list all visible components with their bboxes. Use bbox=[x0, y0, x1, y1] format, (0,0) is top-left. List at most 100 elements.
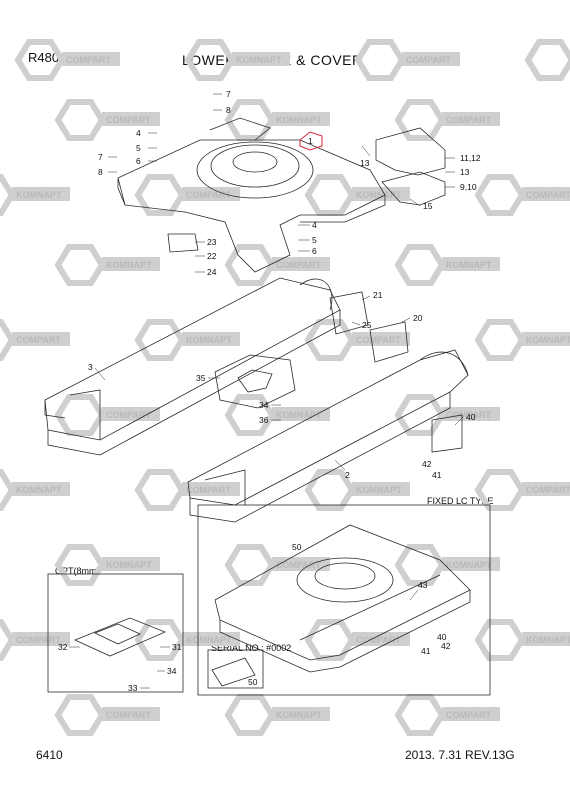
watermark-logo: COMPART bbox=[304, 619, 410, 661]
watermark-logo: COMPART bbox=[54, 394, 160, 436]
watermark-text: COMPART bbox=[186, 190, 231, 200]
watermark-text: KOMNAPT bbox=[526, 635, 570, 645]
callout-21: 21 bbox=[373, 290, 383, 300]
watermark-text: KOMNAPT bbox=[276, 115, 322, 125]
watermark-logo: KOMNAPT bbox=[224, 394, 330, 436]
watermark-text: KOMNAPT bbox=[186, 335, 232, 345]
watermark-text: COMPART bbox=[276, 260, 321, 270]
watermark-text: COMPART bbox=[106, 710, 151, 720]
right-track-frame-part bbox=[187, 349, 469, 523]
watermark-text: COMPART bbox=[446, 115, 491, 125]
callout-50: 50 bbox=[292, 542, 302, 552]
highlight-marker bbox=[299, 131, 323, 151]
callout-32: 32 bbox=[58, 642, 68, 652]
watermark-text: KOMNAPT bbox=[236, 55, 282, 65]
callout-8: 8 bbox=[226, 105, 231, 115]
callout-9-10: 9,10 bbox=[460, 182, 477, 192]
watermark-logo: COMPART bbox=[224, 544, 330, 586]
center-plate-part bbox=[214, 354, 296, 409]
watermark-text: KOMNAPT bbox=[106, 260, 152, 270]
callout-22: 22 bbox=[207, 251, 217, 261]
watermark-text: COMPART bbox=[186, 485, 231, 495]
watermark-logo: KOMNAPT bbox=[224, 99, 330, 141]
callout-34: 34 bbox=[167, 666, 177, 676]
watermark-text: KOMNAPT bbox=[446, 560, 492, 570]
watermark-text: COMPART bbox=[66, 55, 111, 65]
callout-13: 13 bbox=[460, 167, 470, 177]
parts-drawing bbox=[44, 93, 491, 696]
watermark-logo: COMPART bbox=[224, 244, 330, 286]
callout-5: 5 bbox=[312, 235, 317, 245]
watermark-logo: KOMNAPT bbox=[54, 544, 160, 586]
callout-34: 34 bbox=[259, 400, 269, 410]
upper-frame-part bbox=[117, 117, 386, 273]
callout-41: 41 bbox=[421, 646, 431, 656]
callout-11-12: 11,12 bbox=[460, 153, 481, 163]
watermark-logo: KOMNAPT bbox=[224, 694, 330, 736]
watermark-logo: KOMNAPT bbox=[134, 319, 240, 361]
callout-1: 1 bbox=[308, 136, 313, 146]
watermark-text: COMPART bbox=[16, 335, 61, 345]
callout-7: 7 bbox=[98, 152, 103, 162]
callout-15: 15 bbox=[423, 201, 433, 211]
callout-50: 50 bbox=[248, 677, 258, 687]
watermark-text: COMPART bbox=[276, 560, 321, 570]
serial-number-label: SERIAL NO : #0002 bbox=[211, 643, 292, 653]
watermark-text: COMPART bbox=[16, 635, 61, 645]
option-label: OPT(8mm) bbox=[55, 566, 100, 576]
watermark-text: KOMNAPT bbox=[276, 410, 322, 420]
watermark-logo: COMPART bbox=[474, 469, 570, 511]
watermark-logo: COMPART bbox=[0, 319, 70, 361]
watermark-text: COMPART bbox=[526, 190, 570, 200]
leader-lines bbox=[69, 93, 464, 689]
callout-13: 13 bbox=[360, 158, 370, 168]
callout-8: 8 bbox=[98, 167, 103, 177]
callout-6: 6 bbox=[136, 156, 141, 166]
watermark-text: KOMNAPT bbox=[526, 335, 570, 345]
watermark-logo: KOMNAPT bbox=[0, 174, 70, 216]
callout-7: 7 bbox=[226, 89, 231, 99]
watermark-text: KOMNAPT bbox=[16, 485, 62, 495]
fixed-lc-type-label: FIXED LC TYPE bbox=[427, 496, 494, 506]
callout-43: 43 bbox=[418, 580, 428, 590]
watermark-logo: KOMNAPT bbox=[134, 619, 240, 661]
callout-41: 41 bbox=[432, 470, 442, 480]
watermark-text: KOMNAPT bbox=[356, 190, 402, 200]
callout-31: 31 bbox=[172, 642, 182, 652]
callout-3: 3 bbox=[88, 362, 93, 372]
watermark-logo: COMPART bbox=[304, 319, 410, 361]
watermark-logo: COMPART bbox=[394, 694, 500, 736]
callout-40: 40 bbox=[437, 632, 447, 642]
callout-36: 36 bbox=[259, 415, 269, 425]
watermark-text: COMPART bbox=[446, 710, 491, 720]
callout-labels: 7 8 4 5 6 7 8 1 13 11,12 13 9,10 15 4 5 … bbox=[58, 89, 481, 693]
watermark-text: KOMNAPT bbox=[186, 635, 232, 645]
watermark-text: COMPART bbox=[356, 335, 401, 345]
revision-date: 2013. 7.31 REV.13G bbox=[405, 748, 515, 762]
watermark-logo: KOMNAPT bbox=[54, 244, 160, 286]
watermark-text: COMPART bbox=[446, 410, 491, 420]
watermark-logo: KOMNAPT bbox=[524, 39, 570, 81]
callout-33: 33 bbox=[128, 683, 138, 693]
watermark-text: COMPART bbox=[526, 485, 570, 495]
watermark-logo: COMPART bbox=[54, 694, 160, 736]
page-code: 6410 bbox=[36, 748, 63, 762]
watermark-text: COMPART bbox=[356, 635, 401, 645]
callout-4: 4 bbox=[136, 128, 141, 138]
option-box-part bbox=[47, 573, 184, 693]
watermark-text: KOMNAPT bbox=[16, 190, 62, 200]
callout-40: 40 bbox=[466, 412, 476, 422]
watermark-logo: COMPART bbox=[54, 99, 160, 141]
callout-25: 25 bbox=[362, 320, 372, 330]
callout-35: 35 bbox=[196, 373, 206, 383]
fixed-lc-assembly-part bbox=[197, 504, 491, 696]
callout-4: 4 bbox=[312, 220, 317, 230]
callout-24: 24 bbox=[207, 267, 217, 277]
watermark-logo: KOMNAPT bbox=[304, 469, 410, 511]
watermark-logo: KOMNAPT bbox=[184, 39, 290, 81]
mounting-plates-part bbox=[167, 233, 463, 453]
watermark-logo: KOMNAPT bbox=[394, 244, 500, 286]
watermark-logo: KOMNAPT bbox=[394, 544, 500, 586]
callout-42: 42 bbox=[422, 459, 432, 469]
